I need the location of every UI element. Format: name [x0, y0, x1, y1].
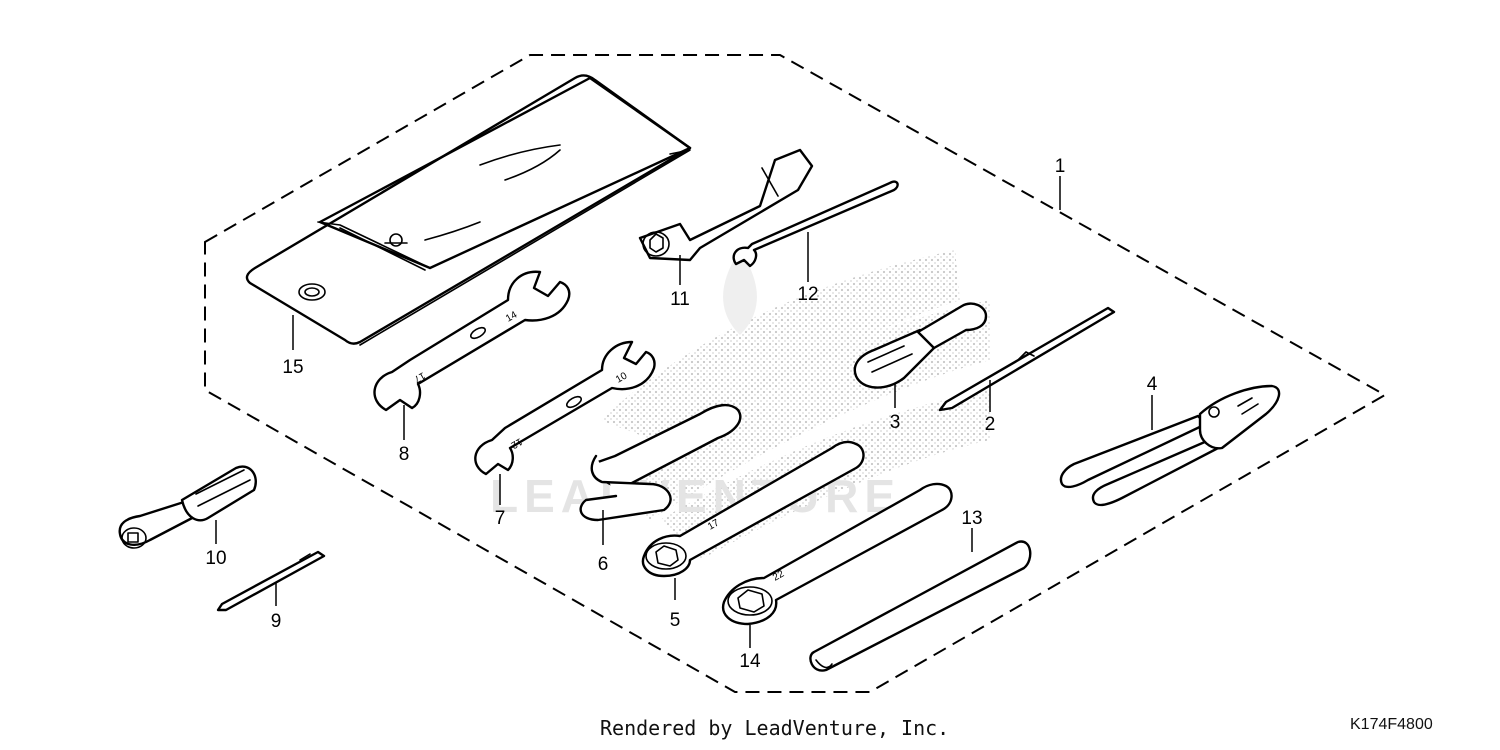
screwdriver-handle	[853, 302, 988, 389]
wrench-7-marking-a: 10	[614, 370, 630, 385]
pin-spanner	[579, 403, 742, 522]
callout-7: 7	[495, 508, 506, 529]
wrench-14x17: 14 17	[373, 270, 571, 412]
callout-3: 3	[890, 412, 901, 433]
callout-13: 13	[961, 508, 982, 529]
screwdriver-grip	[118, 465, 257, 549]
wrench-14-marking: 22	[771, 568, 787, 583]
callout-9: 9	[271, 611, 282, 632]
callout-8: 8	[399, 444, 410, 465]
diagram-code: K174F4800	[1350, 716, 1433, 733]
wrench-8-marking-a: 14	[504, 309, 520, 324]
small-bit	[216, 550, 326, 612]
wrench-10x12: 10 12	[474, 340, 656, 476]
callout-15: 15	[282, 357, 303, 378]
callout-1: 1	[1055, 156, 1066, 177]
socket-wrench	[638, 148, 814, 262]
callout-11: 11	[670, 289, 690, 310]
footer-credit: Rendered by LeadVenture, Inc.	[600, 716, 950, 740]
callout-5: 5	[670, 610, 681, 631]
screwdriver-bit	[938, 306, 1116, 412]
small-wrench-rod	[732, 180, 899, 268]
wrench-7-marking-b: 12	[508, 435, 524, 450]
kit-boundary	[204, 54, 1388, 693]
box-wrench-17: 17	[641, 440, 865, 578]
callout-14: 14	[739, 651, 761, 672]
callout-6: 6	[598, 554, 609, 575]
callout-2: 2	[985, 414, 996, 435]
callout-4: 4	[1147, 374, 1158, 395]
box-wrench-22: 22	[721, 482, 953, 626]
sleeve	[809, 540, 1032, 672]
tool-bag	[245, 74, 692, 346]
callout-12: 12	[797, 284, 818, 305]
wrench-5-marking: 17	[706, 517, 722, 532]
callout-10: 10	[205, 548, 226, 569]
wrench-8-marking-b: 17	[411, 369, 427, 384]
pliers	[1059, 384, 1281, 507]
